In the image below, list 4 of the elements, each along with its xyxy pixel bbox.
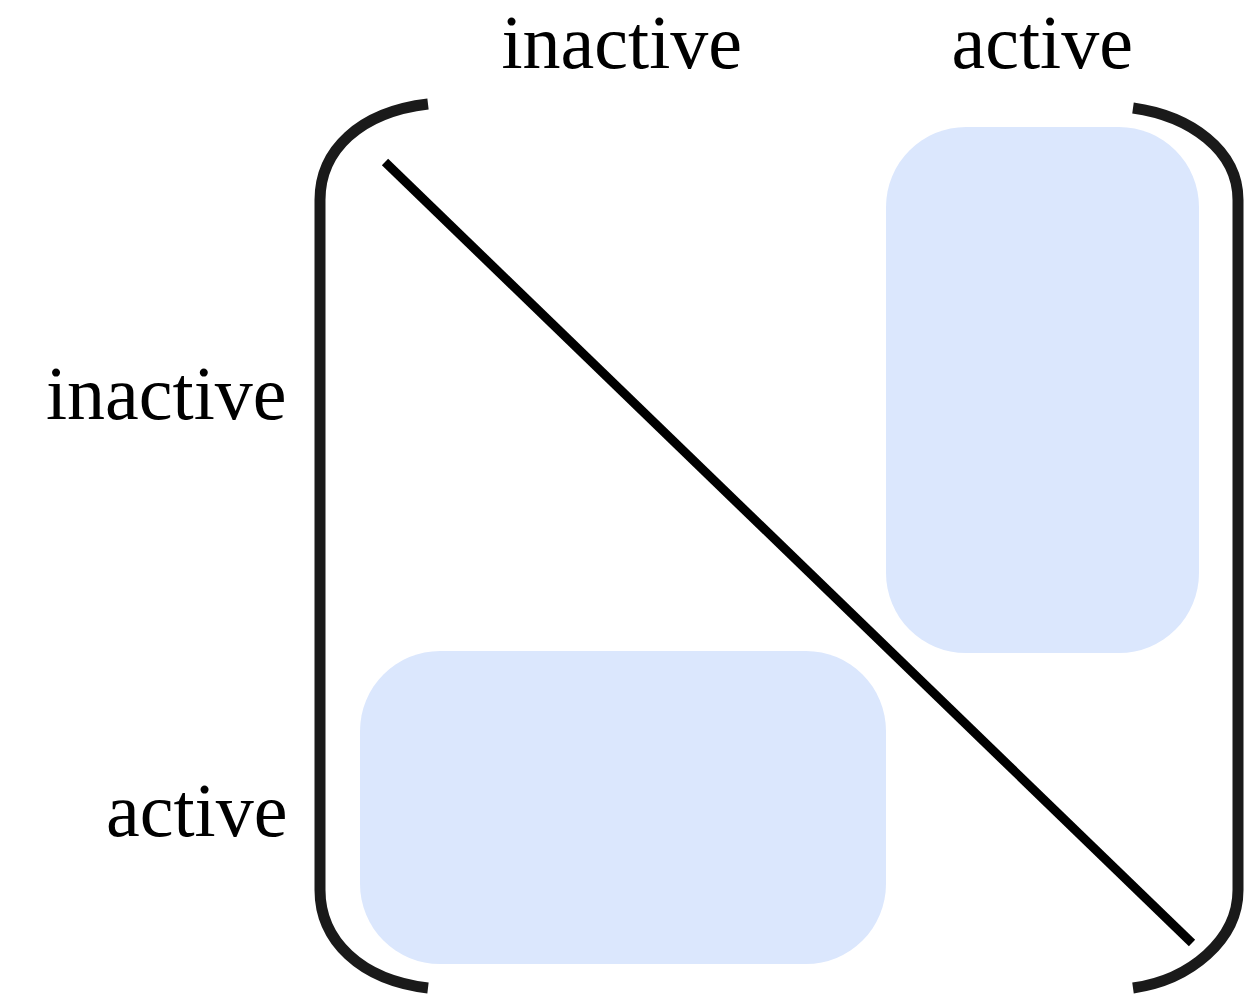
column-header: active — [951, 4, 1133, 80]
column-header: inactive — [501, 4, 743, 80]
row-header: active — [106, 772, 288, 848]
row-header: inactive — [46, 355, 287, 431]
